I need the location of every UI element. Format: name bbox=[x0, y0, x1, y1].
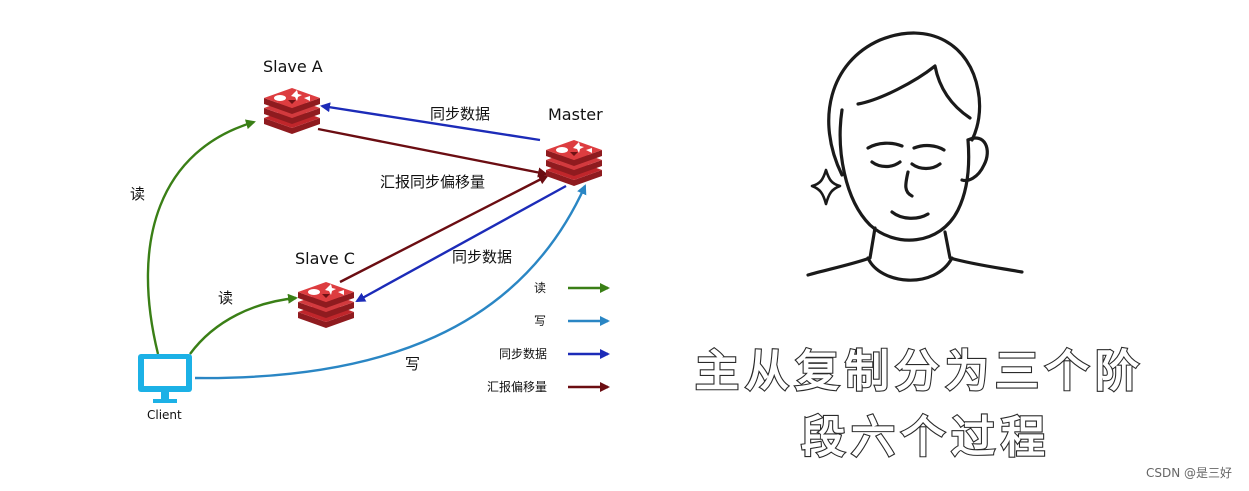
sparkle-icon bbox=[810, 168, 842, 206]
edge-label-sync-c: 同步数据 bbox=[452, 248, 512, 266]
legend-item-write: 写 bbox=[534, 314, 610, 328]
edge-label-report-offset: 汇报同步偏移量 bbox=[380, 173, 485, 191]
legend-label: 读 bbox=[534, 281, 546, 295]
legend-item-read: 读 bbox=[534, 281, 610, 295]
redis-logo-icon bbox=[264, 88, 320, 134]
legend-item-report: 汇报偏移量 bbox=[487, 379, 610, 394]
edge-read-client-to-slave-a bbox=[146, 119, 256, 355]
legend-label: 写 bbox=[534, 314, 546, 328]
master-label: Master bbox=[548, 105, 603, 124]
legend-label: 汇报偏移量 bbox=[487, 379, 547, 394]
person-illustration bbox=[806, 31, 1024, 282]
edge-read-client-to-slave-c bbox=[189, 293, 298, 355]
slave-a-label: Slave A bbox=[263, 57, 323, 76]
master-node: Master bbox=[546, 105, 603, 186]
slave-c-label: Slave C bbox=[295, 249, 355, 268]
legend-label: 同步数据 bbox=[499, 346, 547, 361]
edge-write-client-to-master bbox=[194, 184, 587, 380]
client-label: Client bbox=[147, 408, 182, 422]
legend: 读 写 同步数据 汇报偏移量 bbox=[487, 281, 610, 394]
monitor-icon bbox=[138, 354, 192, 403]
edge-sync-master-to-slave-a bbox=[320, 102, 541, 142]
edge-label-sync-a: 同步数据 bbox=[430, 105, 490, 123]
edge-report-slave-a-to-master bbox=[317, 127, 548, 178]
slave-a-node: Slave A bbox=[263, 57, 323, 134]
edge-label-read-a: 读 bbox=[130, 185, 145, 203]
edge-label-read-c: 读 bbox=[218, 289, 233, 307]
client-node: Client bbox=[138, 354, 192, 422]
redis-logo-icon bbox=[298, 282, 354, 328]
edge-sync-master-to-slave-c bbox=[355, 184, 567, 303]
slave-c-node: Slave C bbox=[295, 249, 355, 328]
edge-label-write: 写 bbox=[405, 355, 420, 373]
redis-logo-icon bbox=[546, 140, 602, 186]
legend-item-sync: 同步数据 bbox=[499, 346, 610, 361]
caption-line-1: 主从复制分为三个阶 bbox=[695, 346, 1145, 397]
csdn-watermark: CSDN @是三好 bbox=[1146, 466, 1232, 480]
edge-report-slave-c-to-master bbox=[339, 174, 549, 284]
caption-line-2: 段六个过程 bbox=[801, 412, 1051, 463]
